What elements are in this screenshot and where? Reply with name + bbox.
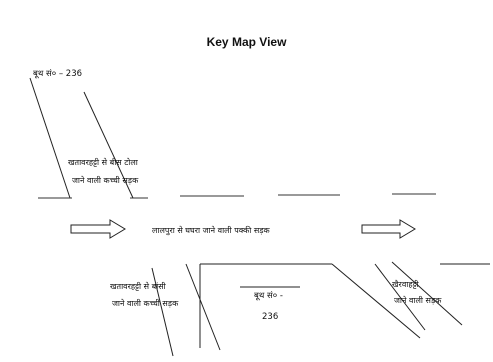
road-label-lower-left-line1: खतावरहट्टी से बांसी	[110, 282, 166, 291]
road-label-upper-left-line2: जाने वाली कच्ची सड़क	[72, 176, 139, 185]
boundary-line	[185, 263, 221, 351]
booth-number-label-bottom: बूथ सं० -	[254, 291, 283, 301]
road-label-lower-right-line2: जाने वाली सड़क	[394, 296, 442, 305]
boundary-line	[374, 263, 426, 331]
booth-number-label: बूथ सं० – 236	[33, 69, 83, 79]
booth-number-value-bottom: 236	[262, 312, 279, 322]
map-title: Key Map View	[206, 35, 287, 49]
main-road-label: लालपुरा से घघरा जाने वाली पक्की सड़क	[152, 226, 270, 235]
road-edge-lower	[331, 263, 421, 339]
boundary-line	[391, 261, 463, 326]
road-label-lower-right-line1: खैरवाहट्टी	[392, 280, 419, 289]
direction-arrow-icon	[70, 219, 126, 239]
road-label-lower-left-line2: जाने वाली कच्ची सड़क	[112, 299, 179, 308]
road-label-upper-left-line1: खतावरहट्टी से बीस टोला	[68, 158, 138, 167]
boundary-line	[83, 91, 134, 199]
direction-arrow-icon	[361, 219, 416, 239]
boundary-line	[29, 77, 71, 199]
boundary-line	[151, 267, 174, 357]
